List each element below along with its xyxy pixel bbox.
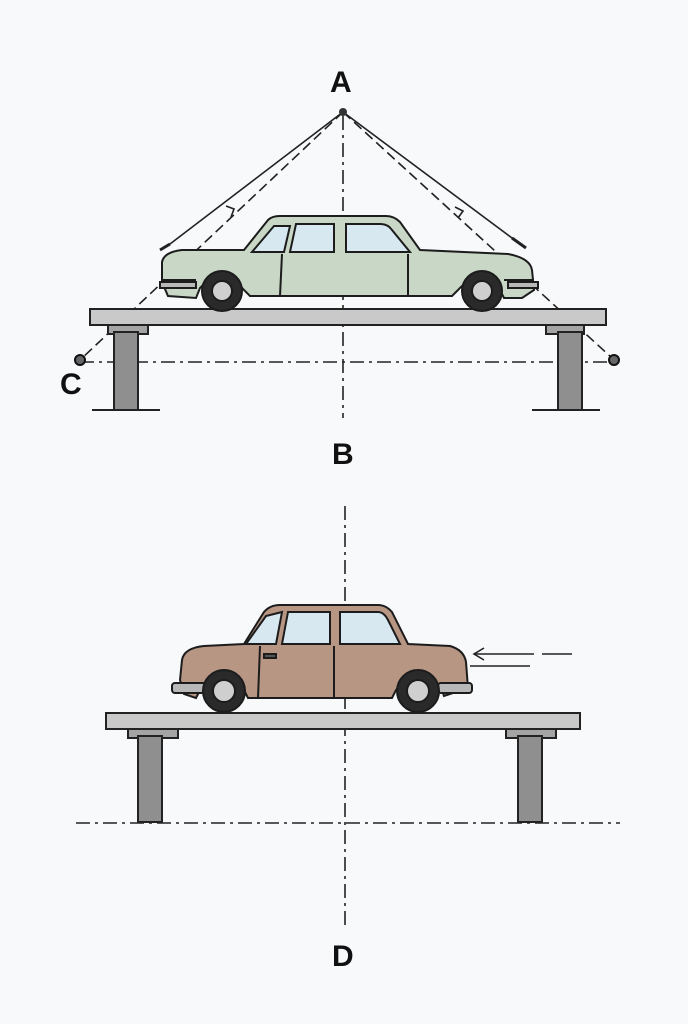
label-point-a: A [330, 66, 352, 99]
car-window-front [249, 225, 292, 253]
cable-right-upper [342, 111, 521, 245]
platform-beam-bottom [105, 712, 581, 730]
car-window-middle [280, 611, 331, 645]
top-scene [74, 108, 620, 418]
car-sedan-side [171, 604, 473, 713]
motion-lines-icon [470, 647, 574, 667]
platform-supports [92, 323, 600, 411]
label-point-b: B [332, 438, 354, 471]
car-sedan-side [159, 215, 539, 312]
platform-beam-top [89, 308, 607, 326]
car-window-front [244, 610, 284, 645]
arrow-right-icon [225, 205, 465, 219]
car-window-middle [288, 223, 335, 253]
table-supports [127, 727, 557, 823]
anchor-right [608, 354, 620, 366]
cable-left-arrow [159, 242, 171, 252]
bottom-scene [76, 506, 620, 928]
label-point-d: D [332, 940, 354, 973]
car-window-rear [345, 223, 413, 253]
car-window-rear [339, 611, 402, 645]
anchor-left [74, 354, 86, 366]
cable-right-arrow [511, 236, 527, 250]
label-point-c: C [60, 368, 82, 401]
pivot-point-icon [339, 108, 347, 116]
cable-left-upper [169, 111, 344, 245]
